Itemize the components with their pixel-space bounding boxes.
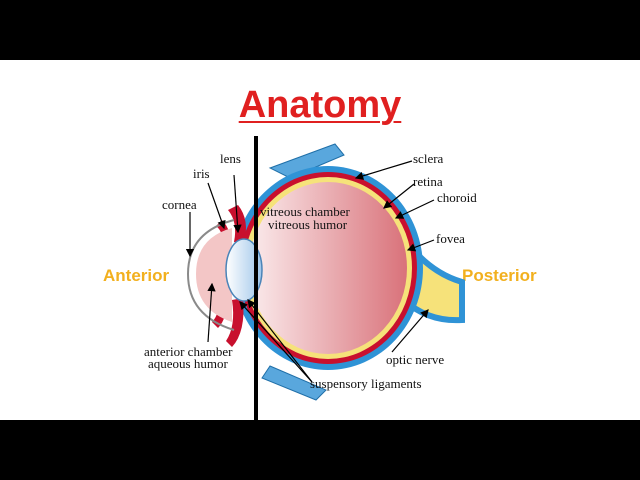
anterior-chamber — [196, 228, 232, 322]
label-vitreous-humor: vitreous humor — [268, 217, 348, 232]
vitreous-chamber — [249, 182, 407, 354]
lower-muscle — [261, 365, 327, 401]
slide-title: Anatomy — [238, 84, 402, 126]
slide: Anatomy Anterior Posterior — [0, 60, 640, 420]
label-anterior-chamber: anterior chamber — [144, 344, 233, 359]
anterior-label: Anterior — [103, 266, 170, 285]
label-iris: iris — [193, 166, 210, 181]
label-optic-nerve: optic nerve — [386, 352, 444, 367]
eye-anatomy-diagram: lens iris cornea sclera retina choroid f… — [144, 136, 477, 420]
label-aqueous-humor: aqueous humor — [148, 356, 228, 371]
label-retina: retina — [413, 174, 443, 189]
posterior-label: Posterior — [462, 266, 537, 285]
label-choroid: choroid — [437, 190, 477, 205]
lens — [225, 238, 263, 302]
cornea — [186, 219, 235, 331]
iris-lower — [226, 298, 244, 347]
label-lens: lens — [220, 151, 241, 166]
label-sclera: sclera — [413, 151, 444, 166]
label-fovea: fovea — [436, 231, 465, 246]
label-suspensory-ligaments: suspensory ligaments — [310, 376, 422, 391]
label-vitreous-chamber: vitreous chamber — [260, 204, 351, 219]
upper-muscle — [268, 143, 345, 179]
label-cornea: cornea — [162, 197, 197, 212]
